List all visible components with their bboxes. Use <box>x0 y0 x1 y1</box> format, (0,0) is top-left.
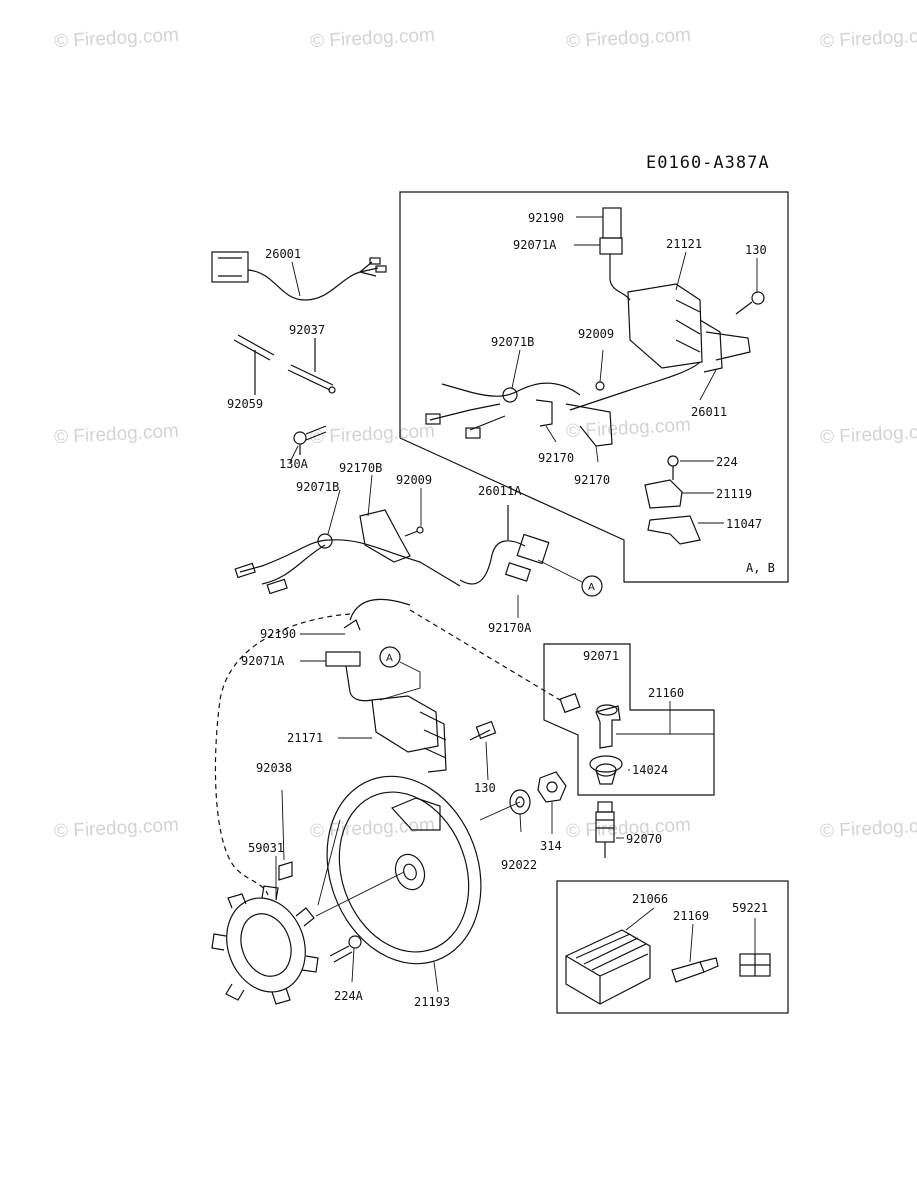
flywheel-21193 <box>326 775 482 965</box>
group-label: A, B <box>746 561 775 575</box>
small-parts-224-21119-11047 <box>644 455 701 545</box>
ignition-coil-21121 <box>569 207 765 411</box>
leader-lines <box>275 216 758 993</box>
marker-a-circle <box>379 646 401 668</box>
part-label: 92170 <box>574 473 610 487</box>
part-label: 92070 <box>626 832 662 846</box>
part-label: 21119 <box>716 487 752 501</box>
part-label: 92071B <box>491 335 534 349</box>
part-label: 92071A <box>513 238 557 252</box>
part-label: 59031 <box>248 841 284 855</box>
part-label: 26001 <box>265 247 301 261</box>
part-label: 21169 <box>673 909 709 923</box>
lead-wire-92071b <box>425 381 613 447</box>
marker-a: A <box>588 582 595 593</box>
spark-plug-92070 <box>595 801 615 858</box>
bolt-130a <box>293 425 327 455</box>
part-label: 92071 <box>583 649 619 663</box>
stator-59031 <box>211 885 319 1005</box>
marker-a: A <box>386 653 393 664</box>
regulator-21066 <box>565 929 651 1005</box>
part-label: 26011 <box>691 405 727 419</box>
ignition-coil-21171 <box>325 598 497 773</box>
part-label: 224 <box>716 455 738 469</box>
marker-a-circle <box>581 575 603 597</box>
part-label: 92170 <box>538 451 574 465</box>
part-label: 130 <box>745 243 767 257</box>
part-label: 14024 <box>632 763 668 777</box>
part-label: 92059 <box>227 397 263 411</box>
nut-314 <box>537 771 567 803</box>
part-labels: 26001 92037 92059 130A 92170B 92071B 920… <box>227 211 775 1009</box>
plug-cap-21160 <box>559 692 621 749</box>
part-label: 11047 <box>726 517 762 531</box>
part-label: 92190 <box>528 211 564 225</box>
part-label: 92170B <box>339 461 382 475</box>
lead-wire-26011a <box>459 505 550 585</box>
dashed-lead <box>214 613 351 896</box>
part-label: 21171 <box>287 731 323 745</box>
part-label: 92071B <box>296 480 339 494</box>
pins-92037-92059 <box>233 334 336 395</box>
harness-26001 <box>211 251 387 301</box>
part-label: 92170A <box>488 621 532 635</box>
part-label: 92190 <box>260 627 296 641</box>
part-label: 59221 <box>732 901 768 915</box>
regulator-box <box>556 880 789 1014</box>
part-label: 26011A <box>478 484 522 498</box>
part-label: 21121 <box>666 237 702 251</box>
part-label: 224A <box>334 989 364 1003</box>
part-label: 92038 <box>256 761 292 775</box>
part-label: 21193 <box>414 995 450 1009</box>
part-label: 92009 <box>396 473 432 487</box>
part-label: 21066 <box>632 892 668 906</box>
diagram-code: E0160-A387A <box>646 153 770 173</box>
connector-59221 <box>739 953 771 977</box>
part-label: 92009 <box>578 327 614 341</box>
group-a-b-frame <box>399 191 789 583</box>
bolt-224a <box>329 935 362 963</box>
terminal-21169 <box>671 957 719 983</box>
dashed-lead <box>409 609 561 701</box>
grommet-14024 <box>589 755 623 785</box>
part-label: 92071A <box>241 654 285 668</box>
part-label: 92037 <box>289 323 325 337</box>
part-label: 130A <box>279 457 309 471</box>
part-label: 130 <box>474 781 496 795</box>
ignition-coil-box <box>543 643 715 796</box>
part-label: 21160 <box>648 686 684 700</box>
part-label: 92022 <box>501 858 537 872</box>
part-label: 314 <box>540 839 562 853</box>
lead-wire-92170b <box>234 509 461 595</box>
key-92038 <box>278 861 293 881</box>
